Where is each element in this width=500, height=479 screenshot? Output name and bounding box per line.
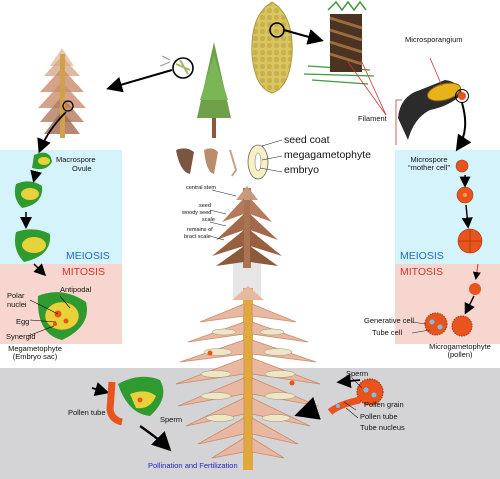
woody-seed-scale-label-1: woody seed — [182, 210, 212, 216]
pollen-grain-label: Pollen grain — [364, 400, 404, 409]
polar-nuclei-label-1: Polar — [7, 291, 25, 300]
macrospore-ovule — [32, 152, 52, 170]
microgametophyte-title: Microgametophyte (pollen) — [420, 343, 500, 359]
synergid-label: Synergid — [6, 332, 36, 341]
megagametophyte-title: Megametophyte (Embryo sac) — [0, 345, 70, 361]
filament-label: Filament — [358, 114, 387, 123]
seed-diagram — [176, 144, 269, 180]
large-cone — [175, 286, 321, 470]
embryo-sac — [37, 292, 87, 340]
male-cone-detail — [303, 0, 375, 85]
microgametophyte-title-line1: Microgametophyte — [429, 342, 491, 351]
central-stem-label: central stem — [186, 185, 216, 191]
meiosis-label-right: MEIOSIS — [400, 250, 444, 262]
mitosis-band-right — [395, 264, 500, 344]
tube-cell-label: Tube cell — [372, 328, 403, 337]
mitosis-label-left: MITOSIS — [62, 266, 105, 278]
megaspore-stage-3 — [15, 229, 51, 262]
microsporangium-label: Microsporangium — [405, 35, 463, 44]
pollen-tube-right-label: Pollen tube — [360, 412, 398, 421]
middle-cone — [212, 186, 282, 268]
megagametophyte-title-line1: Megametophyte — [8, 344, 62, 353]
pollen-tube-left-label: Pollen tube — [68, 408, 106, 417]
egg-label: Egg — [16, 317, 30, 326]
antipodal-label: Antipodal — [60, 285, 92, 294]
pollen-tube-left — [106, 376, 164, 426]
pine-tree — [197, 42, 231, 138]
ovule-label: Ovule — [72, 164, 92, 173]
meiosis-label-left: MEIOSIS — [66, 250, 110, 262]
microspore-label: Microspore “mother cell” — [398, 156, 460, 172]
polar-nuclei-label-2: nuclei — [7, 300, 27, 309]
seed-label: seed — [199, 203, 211, 209]
pollen-grain-right — [327, 378, 384, 415]
microgametophyte-title-line2: (pollen) — [447, 349, 473, 359]
pollination-title: Pollination and Fertilization — [148, 461, 238, 470]
seed-coat-label: seed coat — [284, 134, 330, 146]
woody-seed-scale-label-2: scale — [202, 217, 215, 223]
microspore-label-line2: “mother cell” — [408, 162, 450, 172]
mitosis-label-right: MITOSIS — [400, 266, 443, 278]
tube-nucleus-label: Tube nucleus — [360, 423, 405, 432]
sperm-right-label: Sperm — [346, 369, 369, 378]
meiosis-band-right — [395, 150, 500, 264]
generative-cell-label: Generative cell — [364, 316, 415, 325]
megaspore-stage-2 — [14, 181, 43, 208]
megagametophyte-seed-label: megagametophyte — [284, 149, 371, 161]
megagametophyte-title-line2: (Embryo sac) — [12, 351, 58, 361]
microspore-stages — [424, 159, 483, 337]
macrospore-label: Macrospore — [56, 155, 96, 164]
bract-remains-label-2: bract scale — [184, 234, 211, 240]
embryo-label: embryo — [284, 164, 320, 176]
microspore-label-line1: Microspore — [410, 155, 448, 164]
sperm-left-label: Sperm — [160, 415, 183, 424]
left-female-cone — [38, 48, 86, 138]
bract-remains-label-1: remains of — [187, 227, 213, 233]
mature-female-cone — [251, 1, 293, 94]
magnifier-ring-branch — [172, 57, 194, 79]
